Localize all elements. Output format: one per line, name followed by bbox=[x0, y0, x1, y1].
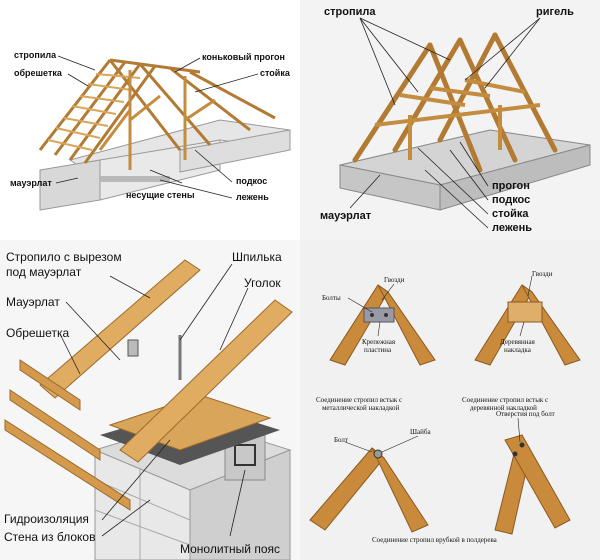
label-wooden-overlay-1: Деревянная bbox=[500, 338, 535, 346]
label-bolt-hole: Отверстия под болт bbox=[496, 410, 555, 418]
caption-notch: Соединение стропил врубкой в полдерева bbox=[372, 536, 497, 544]
label-rafters: стропила bbox=[14, 50, 57, 60]
label-wooden-overlay-2: накладка bbox=[504, 346, 531, 354]
label-lathing: обрешетка bbox=[14, 68, 62, 78]
lathing-group bbox=[4, 359, 131, 511]
label-rafters: стропила bbox=[324, 6, 376, 18]
leader-lines bbox=[55, 55, 259, 199]
label-sleeper: лежень bbox=[236, 192, 269, 202]
rafters-group bbox=[39, 259, 293, 463]
label-bolt: Болт bbox=[334, 436, 348, 444]
caption-metal-2: металлической накладкой bbox=[322, 404, 400, 412]
label-nails-left: Гвозди bbox=[384, 276, 405, 284]
block-joints bbox=[94, 468, 191, 560]
posts-struts-group bbox=[98, 70, 216, 170]
leader-lines bbox=[349, 17, 541, 229]
attic-frame-illustration bbox=[339, 17, 591, 229]
label-block-wall: Стена из блоков bbox=[4, 530, 96, 544]
collars-posts bbox=[374, 78, 541, 160]
label-waterproofing: Гидроизоляция bbox=[4, 512, 89, 526]
sleeper-beam bbox=[100, 176, 170, 182]
joint-wooden-overlay bbox=[474, 284, 581, 366]
rafters-front bbox=[352, 32, 558, 173]
joint-half-lap bbox=[494, 434, 571, 535]
label-monolithic-belt: Монолитный пояс bbox=[180, 542, 281, 556]
label-rafter-cutout-2: под мауэрлат bbox=[6, 265, 82, 279]
wooden-overlay bbox=[507, 301, 543, 323]
rafter-joints-illustration bbox=[309, 275, 581, 535]
wall-block-right bbox=[179, 129, 291, 173]
label-bolts: Болты bbox=[322, 294, 341, 302]
label-strut: подкос bbox=[236, 176, 268, 186]
block-wall-front bbox=[94, 449, 191, 560]
label-purlin: прогон bbox=[492, 180, 530, 192]
attic-frame-diagram: стропила ригель мауэрлат прогон подкос с… bbox=[300, 0, 600, 240]
wall-plate-detail: Стропило с вырезом под мауэрлат Шпилька … bbox=[0, 240, 300, 560]
lathing-group bbox=[47, 73, 141, 151]
rebar-cage bbox=[234, 444, 256, 466]
label-collar-beam: ригель bbox=[536, 6, 574, 18]
label-wall-plate: мауэрлат bbox=[320, 210, 372, 222]
bolt-head bbox=[373, 449, 383, 459]
label-bearing-walls: несущие стены bbox=[126, 190, 195, 200]
label-ridge-purlin: коньковый прогон bbox=[202, 52, 285, 62]
angle-bracket bbox=[127, 339, 139, 357]
caption-wood-2: деревянной накладкой bbox=[470, 404, 537, 412]
label-fastening-plate-2: пластина bbox=[364, 346, 392, 354]
label-wall-plate: мауэрлат bbox=[10, 178, 52, 188]
caption-wood-1: Соединение стропил встык с bbox=[462, 396, 549, 404]
label-sleeper: лежень bbox=[492, 222, 532, 234]
label-post: стойка bbox=[260, 68, 290, 78]
rafter-joints-diagram: Болты Гвозди Гвозди Крепежная пластина Д… bbox=[300, 240, 600, 560]
joint-bolt bbox=[309, 447, 429, 533]
caption-metal-1: Соединение стропил встык с bbox=[316, 396, 403, 404]
label-washer: Шайба bbox=[410, 428, 431, 436]
label-angle: Уголок bbox=[244, 276, 281, 290]
leader-lines bbox=[59, 263, 249, 537]
label-nails-right: Гвозди bbox=[532, 270, 553, 278]
label-strut: подкос bbox=[492, 194, 531, 206]
label-stud: Шпилька bbox=[232, 250, 282, 264]
wall-plate-illustration bbox=[4, 259, 293, 560]
label-wall-plate: Мауэрлат bbox=[6, 295, 60, 309]
truss-roof-illustration bbox=[38, 55, 291, 211]
leader-lines bbox=[344, 275, 533, 453]
label-rafter-cutout-1: Стропило с вырезом bbox=[6, 250, 122, 264]
floor-slab-right bbox=[439, 144, 591, 211]
label-post: стойка bbox=[492, 208, 529, 220]
label-lathing: Обрешетка bbox=[6, 326, 70, 340]
label-fastening-plate-1: Крепежная bbox=[362, 338, 396, 346]
truss-roof-diagram: стропила обрешетка коньковый прогон стой… bbox=[0, 0, 300, 240]
